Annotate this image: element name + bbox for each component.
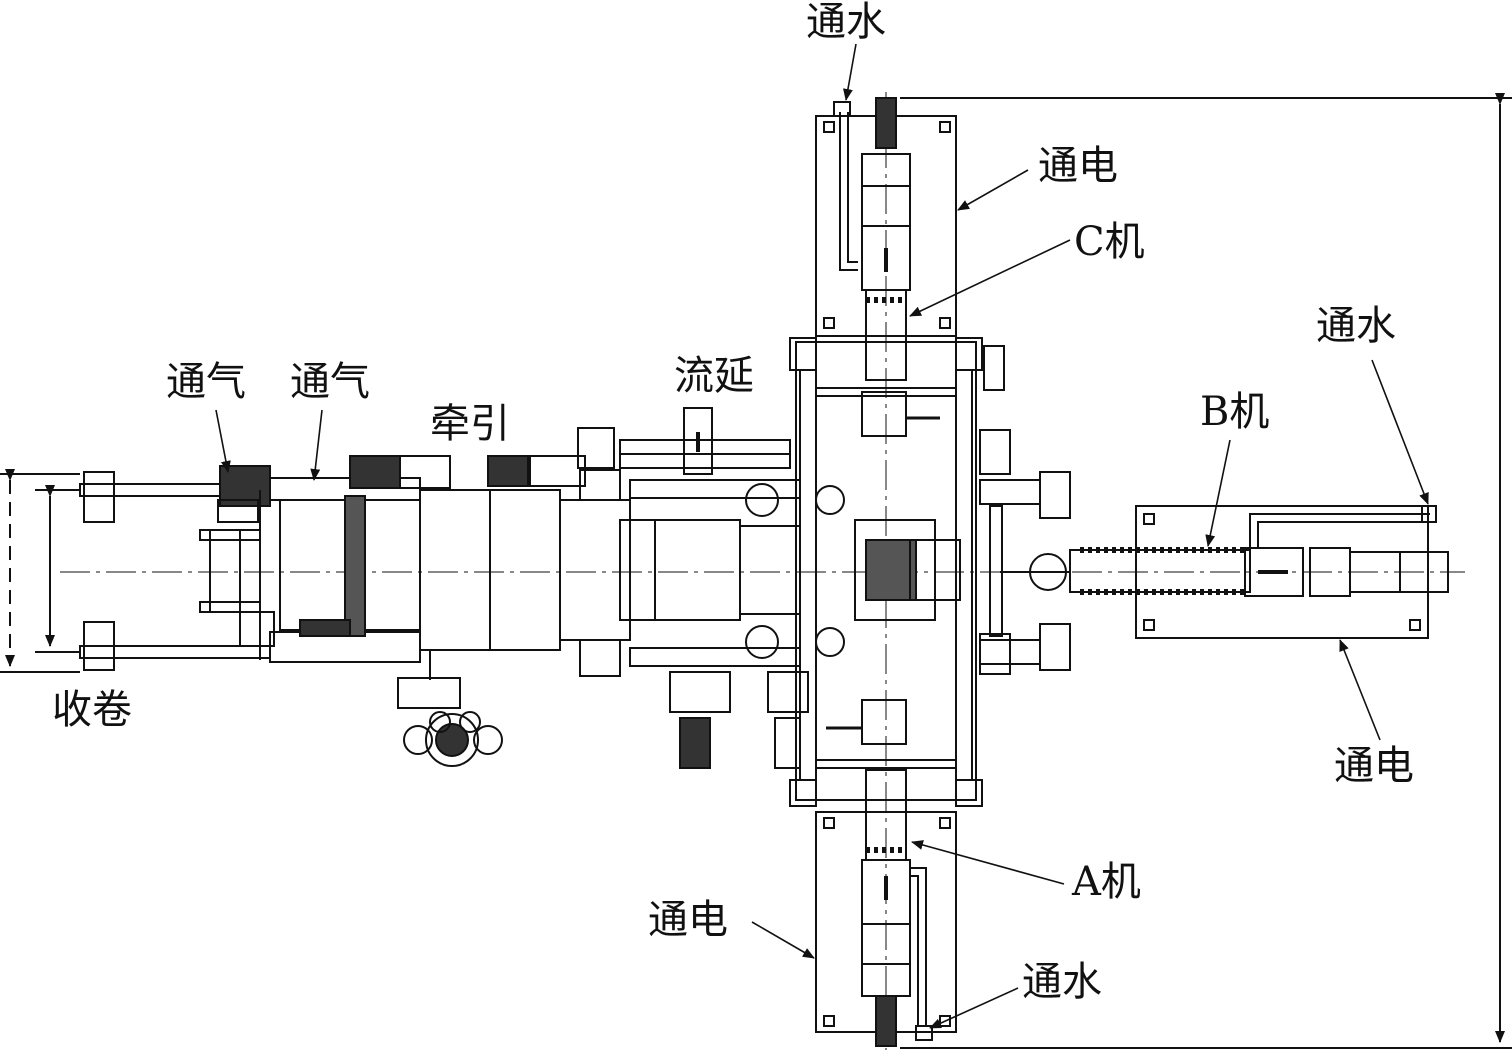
label-power-top: 通电 [1038, 143, 1118, 189]
label-traction: 牵引 [430, 401, 510, 447]
leader-lines [215, 43, 1429, 1029]
label-power-bottom: 通电 [648, 897, 728, 943]
label-gas-2: 通气 [290, 359, 370, 405]
label-water-bottom: 通水 [1022, 959, 1102, 1005]
label-power-right: 通电 [1334, 743, 1414, 789]
machine-b [1000, 505, 1449, 639]
label-water-top: 通水 [806, 0, 886, 45]
label-casting: 流延 [674, 353, 754, 399]
dimension-lines [0, 93, 1512, 1049]
machine-a [815, 769, 957, 1047]
label-gas-1: 通气 [166, 359, 246, 405]
casting-unit [559, 407, 809, 769]
central-frame [789, 337, 1071, 807]
winder-unit [79, 465, 275, 671]
swirl-fitting [403, 711, 503, 767]
label-machine-c: C机 [1074, 219, 1145, 265]
label-machine-a: A机 [1072, 859, 1141, 905]
machine-c [815, 97, 957, 381]
traction-unit [269, 455, 586, 767]
label-winding: 收卷 [52, 687, 132, 733]
label-water-right: 通水 [1316, 303, 1396, 349]
label-machine-b: B机 [1200, 389, 1270, 435]
